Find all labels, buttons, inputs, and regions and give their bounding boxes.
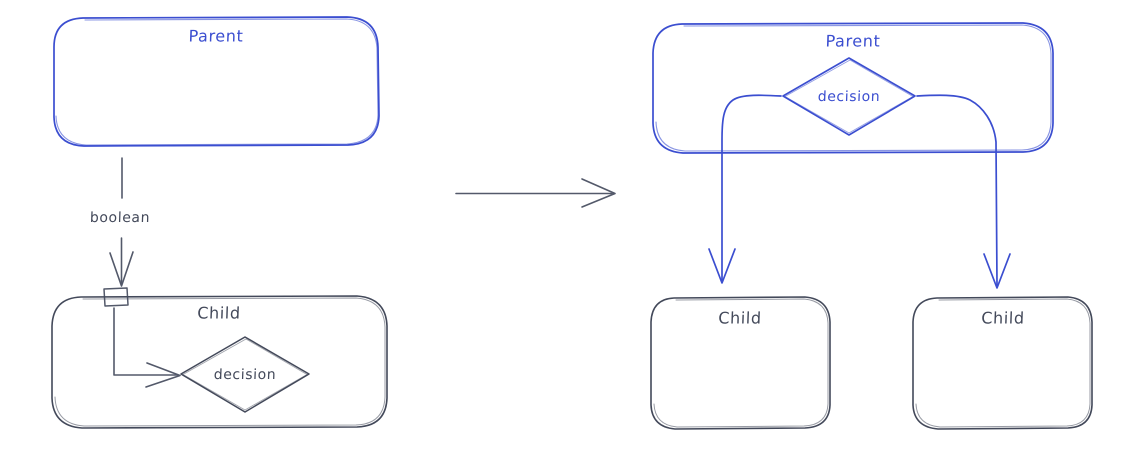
before-child-box[interactable] — [51, 295, 388, 429]
before-boolean-edge[interactable] — [109, 157, 134, 287]
after-parent-label: Parent — [825, 31, 881, 51]
before-boolean-edge-label: boolean — [89, 210, 151, 226]
after-child-right-label: Child — [980, 308, 1026, 328]
after-parent-box[interactable] — [652, 22, 1054, 154]
after-decision-to-child-left-arrow[interactable] — [708, 94, 782, 284]
after-decision-label: decision — [817, 89, 881, 105]
after-child-left-label: Child — [717, 308, 763, 328]
after-decision-to-child-right-arrow[interactable] — [916, 94, 1011, 289]
before-child-label: Child — [196, 303, 242, 323]
before-port-to-decision-arrow[interactable] — [113, 307, 181, 388]
before-parent-label: Parent — [188, 26, 244, 46]
transform-arrow — [455, 178, 616, 208]
after-decision-diamond[interactable] — [782, 57, 916, 136]
before-decision-label: decision — [213, 367, 277, 383]
after-child-left-box[interactable] — [650, 296, 831, 430]
before-parent-box[interactable] — [53, 16, 380, 147]
after-child-right-box[interactable] — [912, 296, 1093, 430]
before-decision-diamond[interactable] — [180, 336, 310, 413]
